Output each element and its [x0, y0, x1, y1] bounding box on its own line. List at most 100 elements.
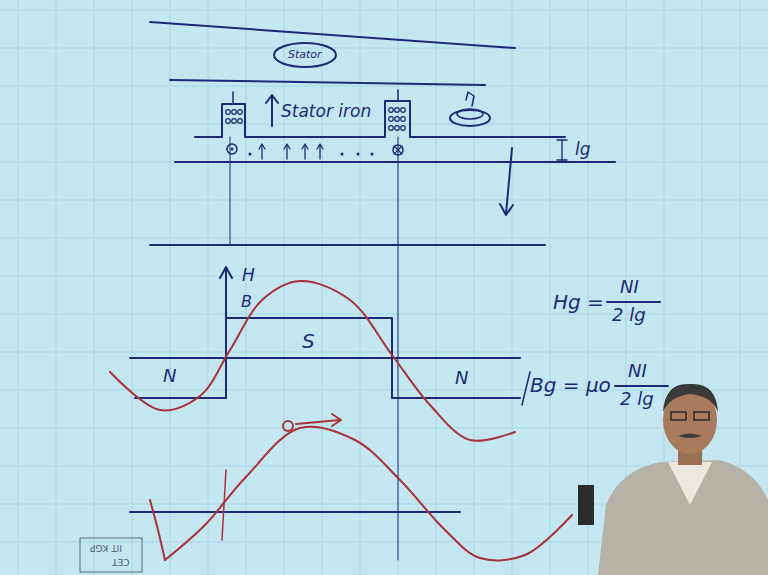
arrow-head — [332, 414, 341, 426]
slot-marker — [232, 92, 234, 104]
stator-bore-line — [195, 101, 565, 137]
pointer-arrow — [506, 148, 512, 214]
gap-dot — [341, 153, 344, 156]
formula-text: 2 lg — [620, 389, 654, 409]
pole-label: N — [163, 366, 176, 386]
gap-dimension — [557, 139, 567, 140]
grid-line — [0, 352, 768, 353]
grid-line — [0, 48, 768, 49]
formula-text: 2 lg — [612, 305, 646, 325]
moving-point — [283, 421, 293, 431]
gap-flux-arrow — [286, 145, 287, 159]
dimension-label: lg — [575, 140, 591, 159]
rotor-inner-line — [150, 244, 545, 246]
slot-conductor — [401, 117, 406, 122]
pole-label: N — [455, 368, 468, 388]
rotor-surface-line — [175, 161, 615, 163]
watermark: IIT KGP — [90, 542, 122, 552]
grid-line — [0, 162, 768, 163]
gap-dot — [249, 153, 252, 156]
slot-conductor — [389, 108, 394, 113]
grid-line — [0, 86, 768, 87]
margin-mark — [522, 372, 530, 405]
lecturer-glasses — [694, 412, 709, 420]
arrow-head — [220, 267, 232, 278]
axis-line — [130, 511, 460, 513]
grid-line — [0, 10, 768, 11]
slot-conductor — [389, 117, 394, 122]
pole-axis-line — [222, 470, 226, 540]
gap-dimension — [557, 159, 567, 160]
watermark-frame — [80, 538, 142, 572]
travelling-wave — [150, 500, 165, 560]
formula-text: Bg = μo — [530, 374, 611, 396]
part-name: Stator — [288, 49, 322, 61]
lecturer-hair — [663, 384, 718, 412]
formula-text: NI — [620, 277, 639, 297]
pointer-arrow — [271, 96, 273, 126]
grid-line — [0, 314, 768, 315]
lecturer-moustache — [678, 434, 702, 439]
arrow-head — [302, 144, 308, 149]
current-in-symbol — [393, 145, 403, 155]
lecturer-chair — [578, 485, 594, 525]
slot-conductor — [238, 110, 243, 115]
lecturer-glasses — [671, 412, 686, 420]
lecturer-collar — [668, 462, 712, 505]
coil-scribble — [450, 110, 490, 126]
slot-conductor — [226, 119, 231, 124]
current-cross — [394, 146, 402, 154]
travelling-wave — [165, 427, 572, 561]
arrow-head — [500, 204, 513, 215]
slot-conductor — [401, 108, 406, 113]
arrow-head — [284, 144, 290, 149]
arrow-head — [259, 144, 265, 149]
motion-arrow — [296, 420, 340, 424]
stator-back-line — [170, 80, 485, 85]
quantity-symbol: B — [241, 293, 252, 311]
slot-conductor — [238, 119, 243, 124]
slot-conductor — [401, 126, 406, 131]
arrow-head — [317, 144, 323, 149]
lecturer-body — [598, 460, 768, 575]
gap-flux-arrow — [261, 145, 262, 159]
slot-conductor — [389, 126, 394, 131]
fraction-bar — [615, 385, 668, 387]
scribble-circle — [274, 43, 336, 67]
fundamental-wave — [110, 281, 515, 441]
current-dot — [231, 148, 234, 151]
watermark: CET — [112, 556, 129, 566]
grid-line — [0, 276, 768, 277]
square-wave-line — [135, 397, 226, 399]
current-out-symbol — [227, 144, 237, 154]
coil-scribble — [457, 109, 483, 119]
slot-conductor — [232, 110, 237, 115]
gap-dot — [357, 153, 360, 156]
field-arrow — [225, 268, 227, 318]
gap-flux-arrow — [304, 145, 305, 159]
grid-line — [0, 238, 768, 239]
gap-dimension — [561, 140, 562, 160]
slot-marker — [397, 90, 399, 101]
gap-dot — [371, 153, 374, 156]
formula-text: Hg = — [553, 291, 604, 313]
pole-axis-line — [398, 137, 399, 560]
slot-conductor — [395, 126, 400, 131]
part-name: Stator iron — [281, 102, 371, 121]
arrow-head — [266, 95, 278, 103]
grid-line — [0, 428, 768, 429]
formula-text: NI — [628, 361, 647, 381]
pole-label: S — [302, 330, 315, 352]
coil-scribble — [466, 92, 474, 106]
slot-conductor — [232, 119, 237, 124]
slot-conductor — [395, 117, 400, 122]
quantity-symbol: H — [242, 266, 255, 285]
current-cross — [394, 146, 402, 154]
slot-conductor — [395, 108, 400, 113]
slot-conductor — [226, 110, 231, 115]
square-wave-line — [392, 358, 520, 398]
square-wave-line — [226, 318, 392, 358]
fraction-bar — [607, 301, 660, 303]
